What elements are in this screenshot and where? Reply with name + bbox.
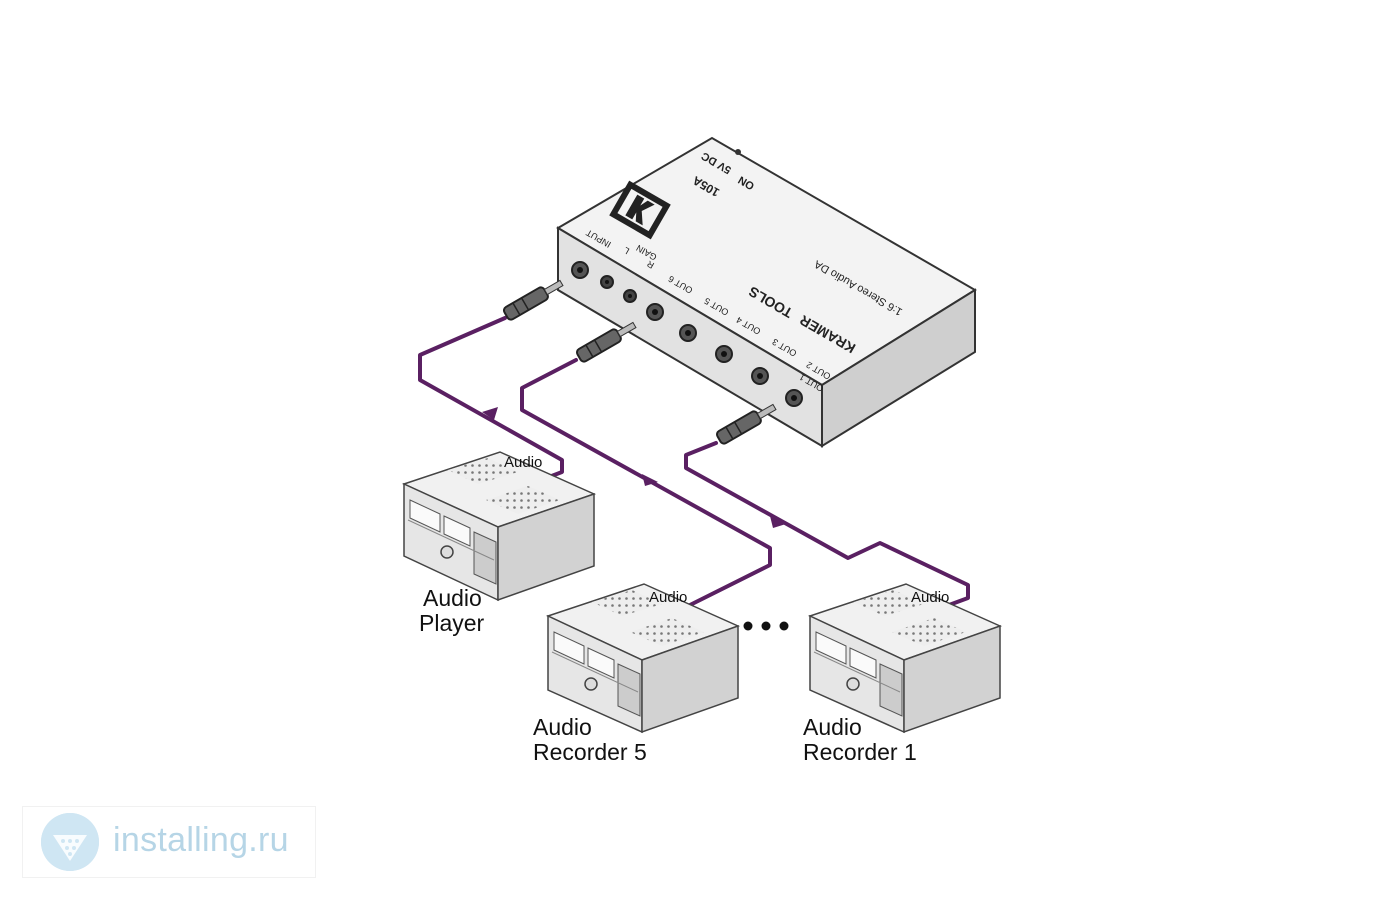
audio-player-device [401,451,597,602]
port-label-r: R [645,258,656,270]
cable-label-player: Audio [504,454,542,471]
kramer-logo-icon [609,180,671,240]
port-label-l: L [622,245,631,256]
out1-plug-icon [715,403,777,445]
out3-jack [751,367,769,385]
site-watermark: installing.ru [22,806,316,878]
recorder1-label-line2: Recorder 1 [803,739,917,765]
out1-cable [684,403,970,614]
ellipsis [743,621,789,631]
device-side-face [821,288,976,448]
watermark-logo-icon [41,813,99,871]
out6-direction-arrow [642,474,658,486]
out1-direction-arrow [770,516,786,528]
recorder1-label-line1: Audio [803,714,862,740]
out6-jack [646,303,664,321]
recorder5-label-line1: Audio [533,714,592,740]
input-plug-icon [502,279,564,321]
player-label-line2: Player [419,610,485,636]
input-cable [418,279,564,487]
gain-knob-right [623,289,637,303]
input-jack [571,261,589,279]
audio-recorder-5-device [545,583,741,734]
kramer-distribution-amplifier: 105A 5V DC ON 1:6 Stereo Audio DA TOOLS … [556,136,977,448]
input-direction-arrow [482,407,498,420]
out6-plug-icon [575,321,637,363]
out4-jack [715,345,733,363]
out6-cable [520,321,772,614]
watermark-text: installing.ru [113,821,289,859]
gain-knob-left [600,275,614,289]
recorder5-label-line2: Recorder 5 [533,739,647,765]
cable-label-recorder1: Audio [911,589,949,606]
power-indicator-icon [735,149,741,155]
audio-recorder-1-device [807,583,1003,734]
out2-jack [785,389,803,407]
cable-label-recorder5: Audio [649,589,687,606]
out5-jack [679,324,697,342]
player-label-line1: Audio [423,585,482,611]
